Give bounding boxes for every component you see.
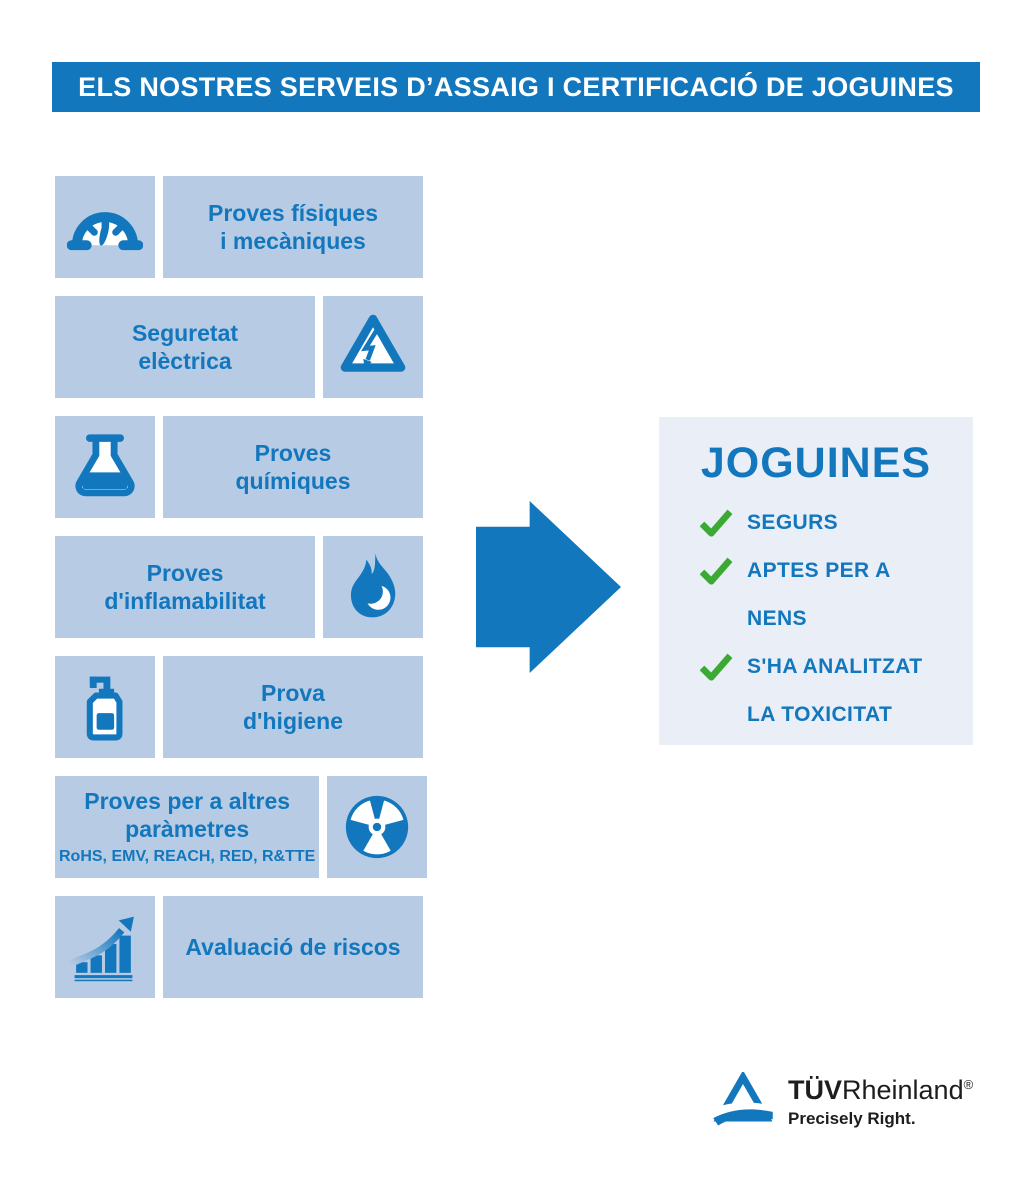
result-panel: JOGUINES SEGURS APTES PER A NENS xyxy=(659,417,973,745)
result-checklist: SEGURS APTES PER A NENS S'HA ANALITZAT xyxy=(659,499,973,739)
gauge-icon xyxy=(55,176,155,278)
service-label-text: Seguretat elèctrica xyxy=(131,319,239,374)
service-label-hygiene: Prova d'higiene xyxy=(163,656,423,758)
radiation-icon xyxy=(327,776,428,878)
high-voltage-icon xyxy=(323,296,423,398)
result-panel-title: JOGUINES xyxy=(700,439,932,487)
service-label-text: Proves d'inflamabilitat xyxy=(104,559,266,614)
check-item-text: S'HA ANALITZAT xyxy=(747,655,923,678)
flask-icon xyxy=(55,416,155,518)
service-label-text: Proves físiques i mecàniques xyxy=(207,199,379,254)
service-row-other-parameters: Proves per a altres paràmetres RoHS, EMV… xyxy=(55,776,428,878)
service-row-physical: Proves físiques i mecàniques xyxy=(55,176,423,278)
checkmark-icon xyxy=(699,643,747,739)
check-item-segurs: SEGURS xyxy=(699,499,973,547)
checkmark-icon xyxy=(699,547,747,643)
brand-name: TÜVRheinland® xyxy=(788,1075,974,1105)
service-row-hygiene: Prova d'higiene xyxy=(55,656,423,758)
check-item-text: APTES PER A xyxy=(747,559,891,582)
service-label-text: Avaluació de riscos xyxy=(185,933,401,960)
check-item-aptes: APTES PER A NENS xyxy=(699,547,973,643)
header-banner: ELS NOSTRES SERVEIS D’ASSAIG I CERTIFICA… xyxy=(52,62,980,112)
check-item-text: NENS xyxy=(747,607,807,630)
tuv-rheinland-logo: TÜVRheinland® Precisely Right. xyxy=(712,1068,973,1137)
service-label-flammability: Proves d'inflamabilitat xyxy=(55,536,315,638)
flame-icon xyxy=(323,536,423,638)
flow-arrow-right xyxy=(476,501,621,673)
soap-dispenser-icon xyxy=(55,656,155,758)
service-sublabel-text: RoHS, EMV, REACH, RED, R&TTE xyxy=(59,848,316,866)
tuv-triangle-icon xyxy=(712,1068,774,1137)
service-row-flammability: Proves d'inflamabilitat xyxy=(55,536,423,638)
service-row-electrical: Seguretat elèctrica xyxy=(55,296,423,398)
checkmark-icon xyxy=(699,499,747,547)
check-item-toxicitat: S'HA ANALITZAT LA TOXICITAT xyxy=(699,643,973,739)
service-label-risk-assessment: Avaluació de riscos xyxy=(163,896,423,998)
check-item-text: SEGURS xyxy=(747,511,839,534)
growth-chart-icon xyxy=(55,896,155,998)
service-row-chemical: Proves químiques xyxy=(55,416,423,518)
service-label-text: Prova d'higiene xyxy=(242,679,344,734)
service-label-electrical: Seguretat elèctrica xyxy=(55,296,315,398)
services-column: Proves físiques i mecàniques Seguretat e… xyxy=(55,176,428,998)
service-label-chemical: Proves químiques xyxy=(163,416,423,518)
check-item-text: LA TOXICITAT xyxy=(747,703,893,726)
header-title: ELS NOSTRES SERVEIS D’ASSAIG I CERTIFICA… xyxy=(78,71,954,102)
service-row-risk-assessment: Avaluació de riscos xyxy=(55,896,423,998)
service-label-text: Proves químiques xyxy=(235,439,351,494)
service-label-text: Proves per a altres paràmetres xyxy=(84,788,291,843)
logo-tagline: Precisely Right. xyxy=(788,1109,916,1128)
service-label-physical: Proves físiques i mecàniques xyxy=(163,176,423,278)
service-label-other-parameters: Proves per a altres paràmetres RoHS, EMV… xyxy=(55,776,320,878)
logo-text-block: TÜVRheinland® Precisely Right. xyxy=(788,1068,973,1137)
